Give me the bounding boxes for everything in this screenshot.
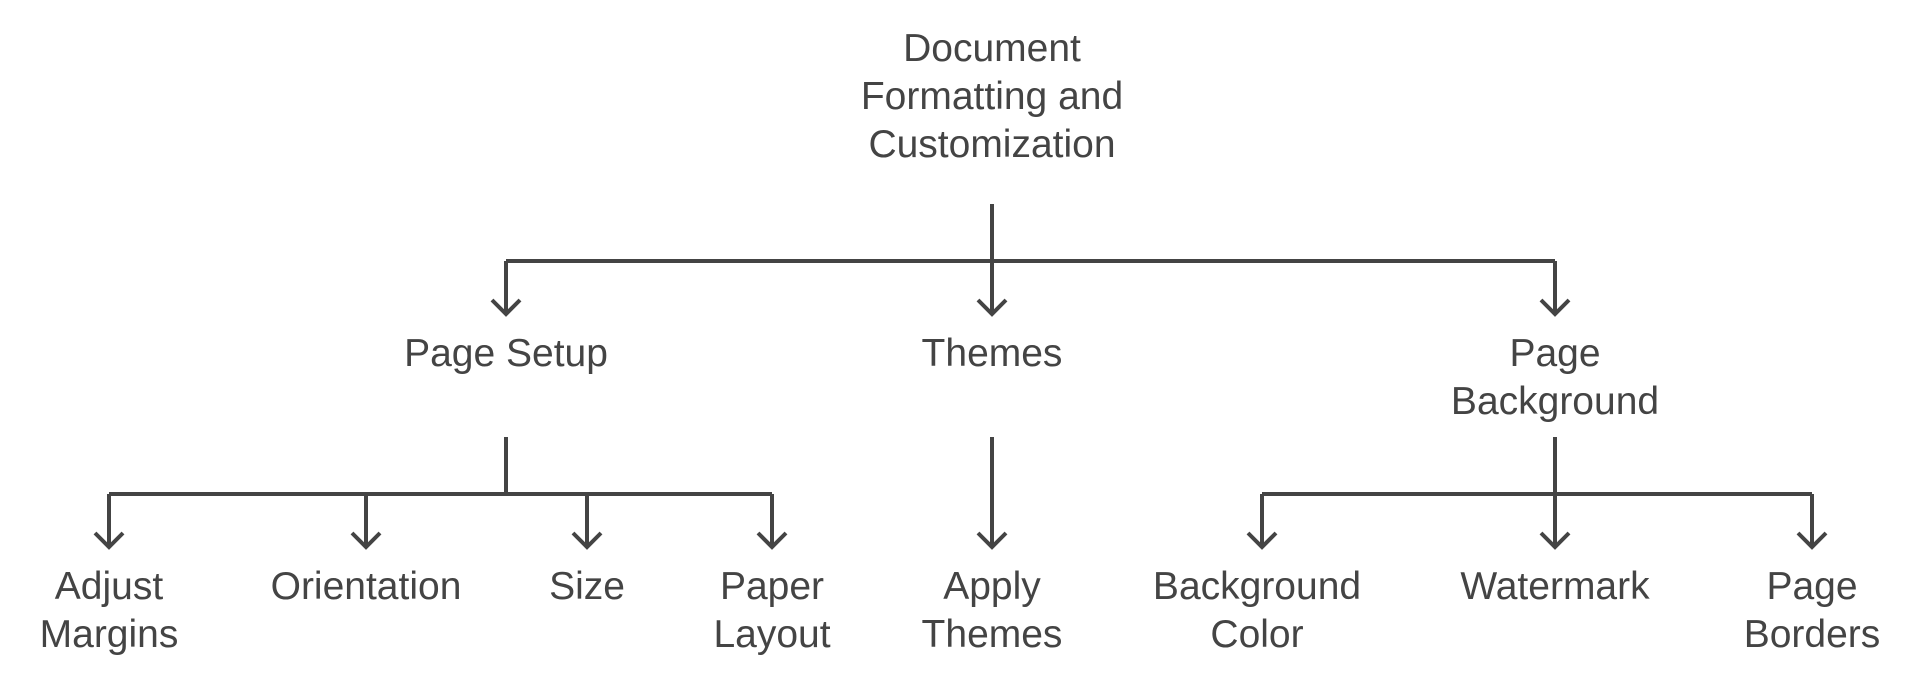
node-paper-layout: Paper Layout [713,563,830,659]
node-page-setup: Page Setup [404,330,608,378]
node-label-line: Themes [921,613,1063,656]
node-adjust-margins: Adjust Margins [40,563,179,659]
node-orientation: Orientation [271,563,462,611]
node-label-line: Themes [921,332,1063,375]
node-label-line: Paper [719,565,825,608]
node-label-line: Formatting and [860,75,1124,118]
node-label-line: Layout [713,613,831,656]
node-label-line: Page [1509,332,1601,375]
node-label-line: Apply [943,565,1041,608]
arrowhead-orientation [350,531,382,550]
arrowhead-page-setup [490,298,522,317]
node-label-line: Margins [39,613,179,656]
node-label-line: Page Setup [404,332,608,375]
arrowhead-apply-themes [976,531,1008,550]
node-page-borders: Page Borders [1744,563,1881,659]
node-label-line: Orientation [270,565,462,608]
node-label-line: Background [1152,565,1362,608]
root-node: Document Formatting and Customization [861,25,1123,169]
node-label-line: Document [903,27,1081,70]
node-label-line: Adjust [54,565,164,608]
arrowhead-paper-layout [756,531,788,550]
node-label-line: Page [1766,565,1858,608]
arrowhead-background-color [1246,531,1278,550]
arrowhead-page-background [1539,298,1571,317]
node-page-background: Page Background [1451,330,1659,426]
node-label-line: Background [1450,380,1660,423]
node-label-line: Customization [868,123,1116,166]
arrowhead-watermark [1539,531,1571,550]
arrowhead-adjust-margins [93,531,125,550]
node-apply-themes: Apply Themes [922,563,1063,659]
node-label-line: Watermark [1460,565,1650,608]
arrowhead-themes [976,298,1008,317]
node-themes: Themes [922,330,1063,378]
node-label-line: Size [549,565,625,608]
node-size: Size [549,563,625,611]
node-watermark: Watermark [1460,563,1649,611]
node-background-color: Background Color [1153,563,1361,659]
arrowhead-size [571,531,603,550]
node-label-line: Borders [1743,613,1881,656]
arrowhead-page-borders [1796,531,1828,550]
node-label-line: Color [1210,613,1304,656]
